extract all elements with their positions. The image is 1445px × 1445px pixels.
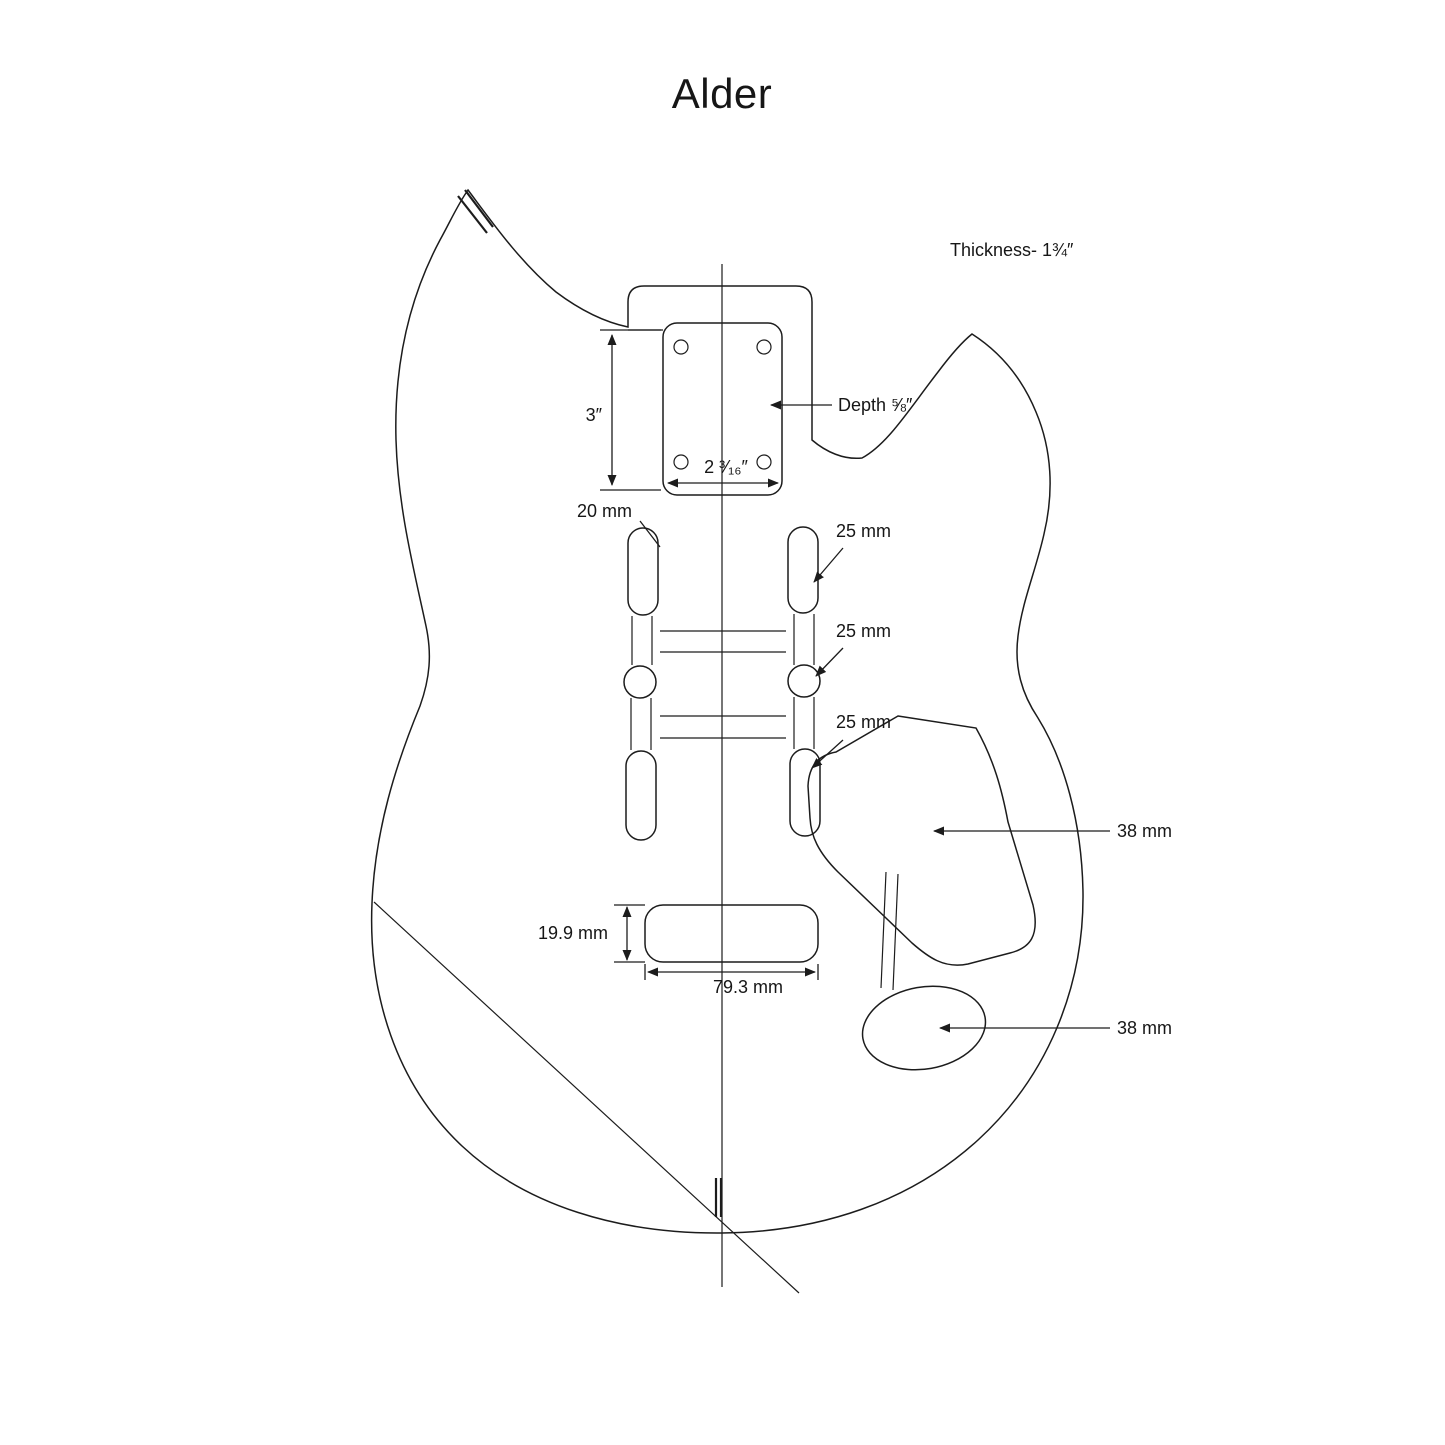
middle-route-hole-right <box>787 664 821 698</box>
neck-slot-width-label: 20 mm <box>577 501 632 521</box>
trem-arm-channel <box>880 871 887 989</box>
neck-screw-hole <box>756 454 772 470</box>
neck-slot-leader <box>639 520 661 548</box>
bridge-pickup-slot-right <box>789 748 821 837</box>
trem-spring-cavity <box>807 715 1036 966</box>
trem-block-route <box>644 904 819 963</box>
section-line <box>373 901 800 1294</box>
strap-pin-mark <box>464 189 494 228</box>
trem-cavity-width-label: 38 mm <box>1117 821 1172 841</box>
middle-route-leader-arrow <box>815 647 844 677</box>
body-outline <box>370 188 1084 1234</box>
bridge-pickup-slot-left <box>625 750 657 841</box>
block-route-height-label: 19.9 mm <box>538 923 608 943</box>
pocket-length-label: 3″ <box>586 405 603 425</box>
neck-screw-hole <box>756 339 772 355</box>
middle-route-hole-left <box>623 665 657 699</box>
neck-pickup-slot-right <box>787 526 819 614</box>
jack-route-width-label: 38 mm <box>1117 1018 1172 1038</box>
trem-arm-channel <box>892 873 899 991</box>
bridge-route-width-label: 25 mm <box>836 712 891 732</box>
thickness-label: Thickness- 1¾″ <box>950 240 1074 260</box>
neck-route-leader-arrow <box>813 547 844 583</box>
jack-route-ellipse <box>861 985 987 1071</box>
page-title: Alder <box>672 70 773 117</box>
pocket-width-label: 2 ³⁄₁₆″ <box>704 457 748 477</box>
neck-screw-hole <box>673 339 689 355</box>
block-route-width-label: 79.3 mm <box>713 977 783 997</box>
neck-pocket <box>662 322 783 496</box>
neck-pickup-slot-left <box>627 527 659 616</box>
neck-route-width-label: 25 mm <box>836 521 891 541</box>
depth-label: Depth ⅝″ <box>838 395 913 415</box>
middle-route-width-label: 25 mm <box>836 621 891 641</box>
strap-pin-mark <box>457 195 488 234</box>
neck-screw-hole <box>673 454 689 470</box>
